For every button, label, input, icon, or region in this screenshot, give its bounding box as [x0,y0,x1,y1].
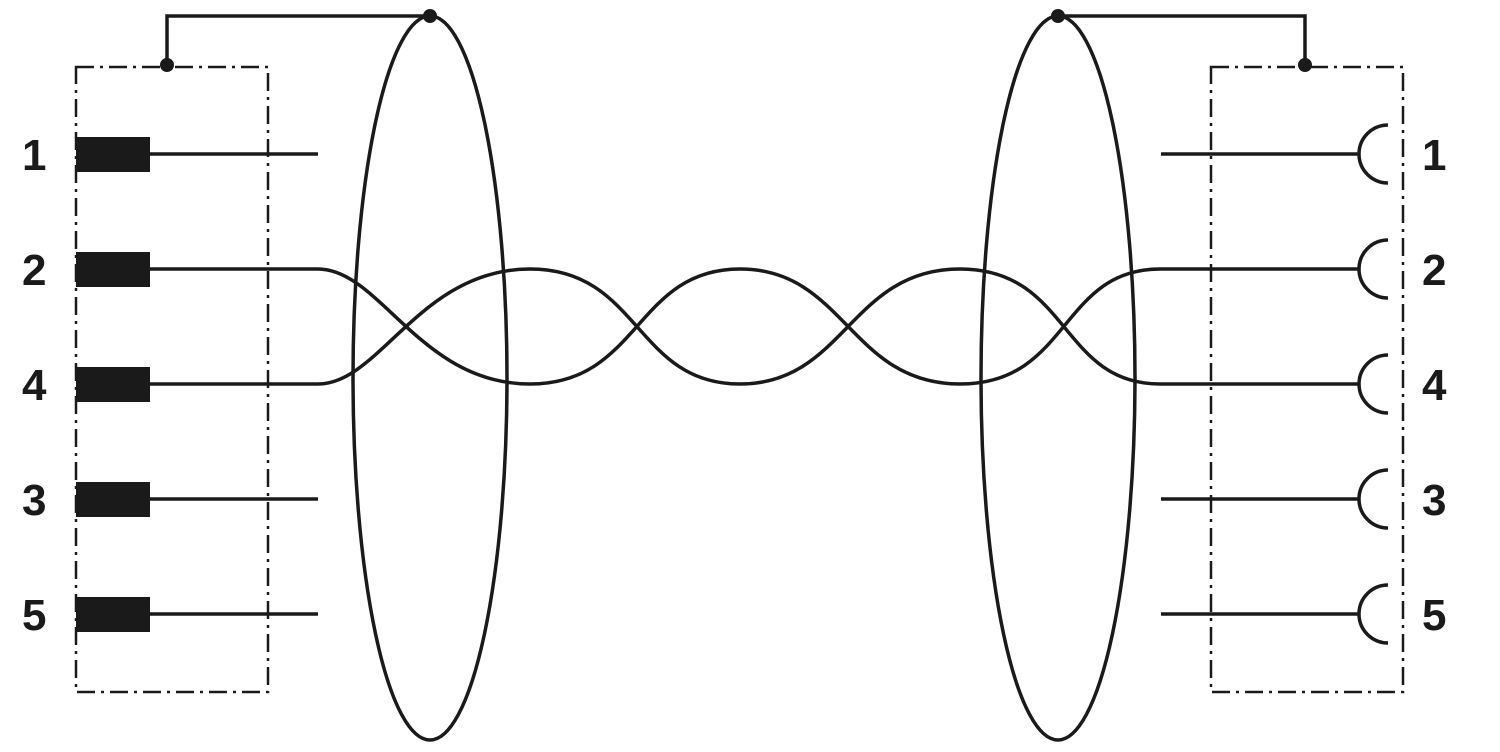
left-shield-ground [165,14,430,65]
left-housing-junction [160,58,174,72]
left-shield-junction [423,9,437,23]
left-pin-label: 2 [22,246,46,295]
left-pin-block-1 [76,137,150,172]
right-socket-3 [1357,468,1389,530]
twisted-wire-b [150,267,1359,386]
right-housing-junction [1298,58,1312,72]
left-pin-label: 3 [22,476,46,525]
right-socket-2 [1357,238,1389,300]
right-shield-junction [1051,9,1065,23]
right-pin-label: 5 [1422,591,1446,640]
right-pin-label: 3 [1422,476,1446,525]
right-shield-ground [1058,14,1307,65]
right-socket-1 [1357,123,1389,185]
right-connector-housing [1209,65,1405,694]
left-pin-block-3 [76,482,150,517]
twisted-wire-a [150,267,1359,386]
right-pin-label: 1 [1422,131,1446,180]
left-pin-label: 1 [22,131,46,180]
right-pin-label: 2 [1422,246,1446,295]
right-pin-label: 4 [1422,361,1447,410]
left-pin-label: 4 [22,361,47,410]
left-pin-block-2 [76,252,150,287]
left-pin-block-4 [76,367,150,402]
right-pins [1161,123,1389,645]
left-pins [76,137,318,632]
twisted-pair [150,267,1359,386]
right-socket-4 [1357,353,1389,415]
left-pin-block-5 [76,597,150,632]
right-socket-5 [1357,583,1389,645]
left-pin-label: 5 [22,591,46,640]
